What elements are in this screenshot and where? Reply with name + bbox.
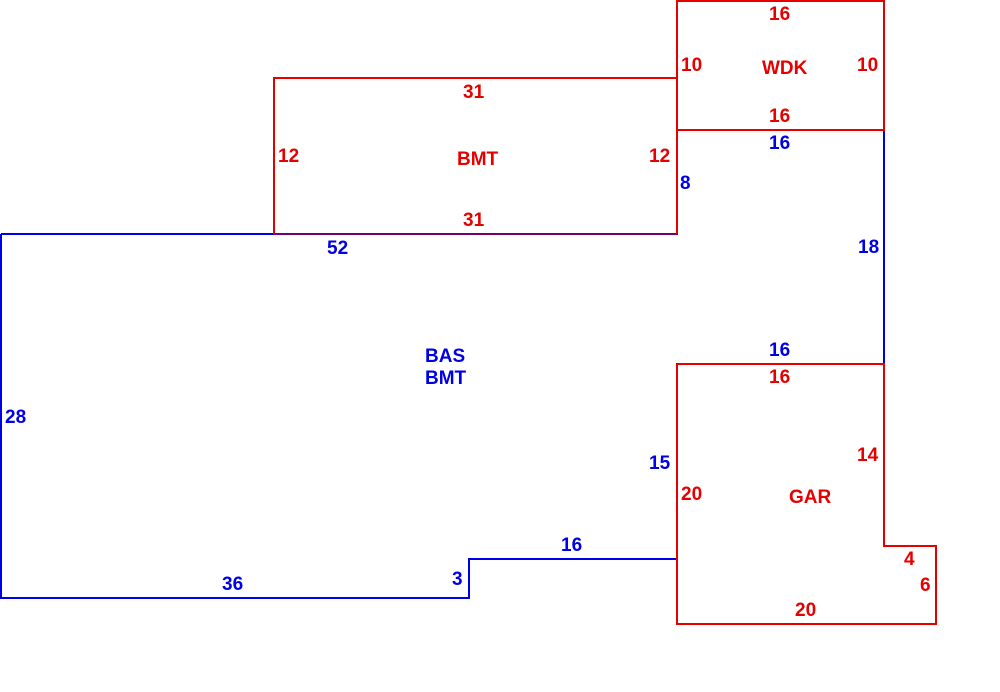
bmt-code: BMT — [457, 149, 499, 170]
gar-dim-bottom: 20 — [795, 600, 816, 621]
bas-dim-gar-top: 16 — [769, 340, 790, 361]
gar-dim-top: 16 — [769, 367, 790, 388]
bas-dim-step-bottom: 16 — [561, 535, 582, 556]
bmt-dim-bottom: 31 — [463, 210, 485, 231]
wdk-dim-bottom: 16 — [769, 106, 790, 127]
bas-dim-left: 28 — [5, 407, 26, 428]
bas-code-line-2: BMT — [425, 368, 467, 389]
wdk-code: WDK — [762, 58, 808, 79]
wdk-outline — [676, 0, 885, 131]
bas-dim-gar-side: 15 — [649, 453, 671, 474]
gar-code: GAR — [789, 487, 832, 508]
bas-dim-bottom: 36 — [222, 574, 243, 595]
bas-dim-top-right: 16 — [769, 133, 790, 154]
gar-dim-jog-vertical: 6 — [920, 575, 931, 596]
gar-dim-right-upper: 14 — [857, 445, 879, 466]
bmt-outline — [273, 77, 678, 234]
bas-dim-right-upper: 18 — [858, 237, 879, 258]
bmt-dim-top: 31 — [463, 82, 485, 103]
bas-dim-top: 52 — [327, 238, 348, 259]
bmt-dim-left: 12 — [278, 146, 299, 167]
wdk-dim-top: 16 — [769, 4, 790, 25]
bas-code-line-1: BAS — [425, 346, 465, 367]
bas-dim-step-left: 8 — [680, 173, 691, 194]
bmt-dim-right: 12 — [649, 146, 670, 167]
gar-outline — [676, 363, 937, 625]
wdk-dim-left: 10 — [681, 55, 702, 76]
gar-dim-left: 20 — [681, 484, 702, 505]
wdk-dim-right: 10 — [857, 55, 878, 76]
gar-dim-jog-horizontal: 4 — [904, 549, 915, 570]
bas-dim-step-vertical: 3 — [452, 569, 463, 590]
